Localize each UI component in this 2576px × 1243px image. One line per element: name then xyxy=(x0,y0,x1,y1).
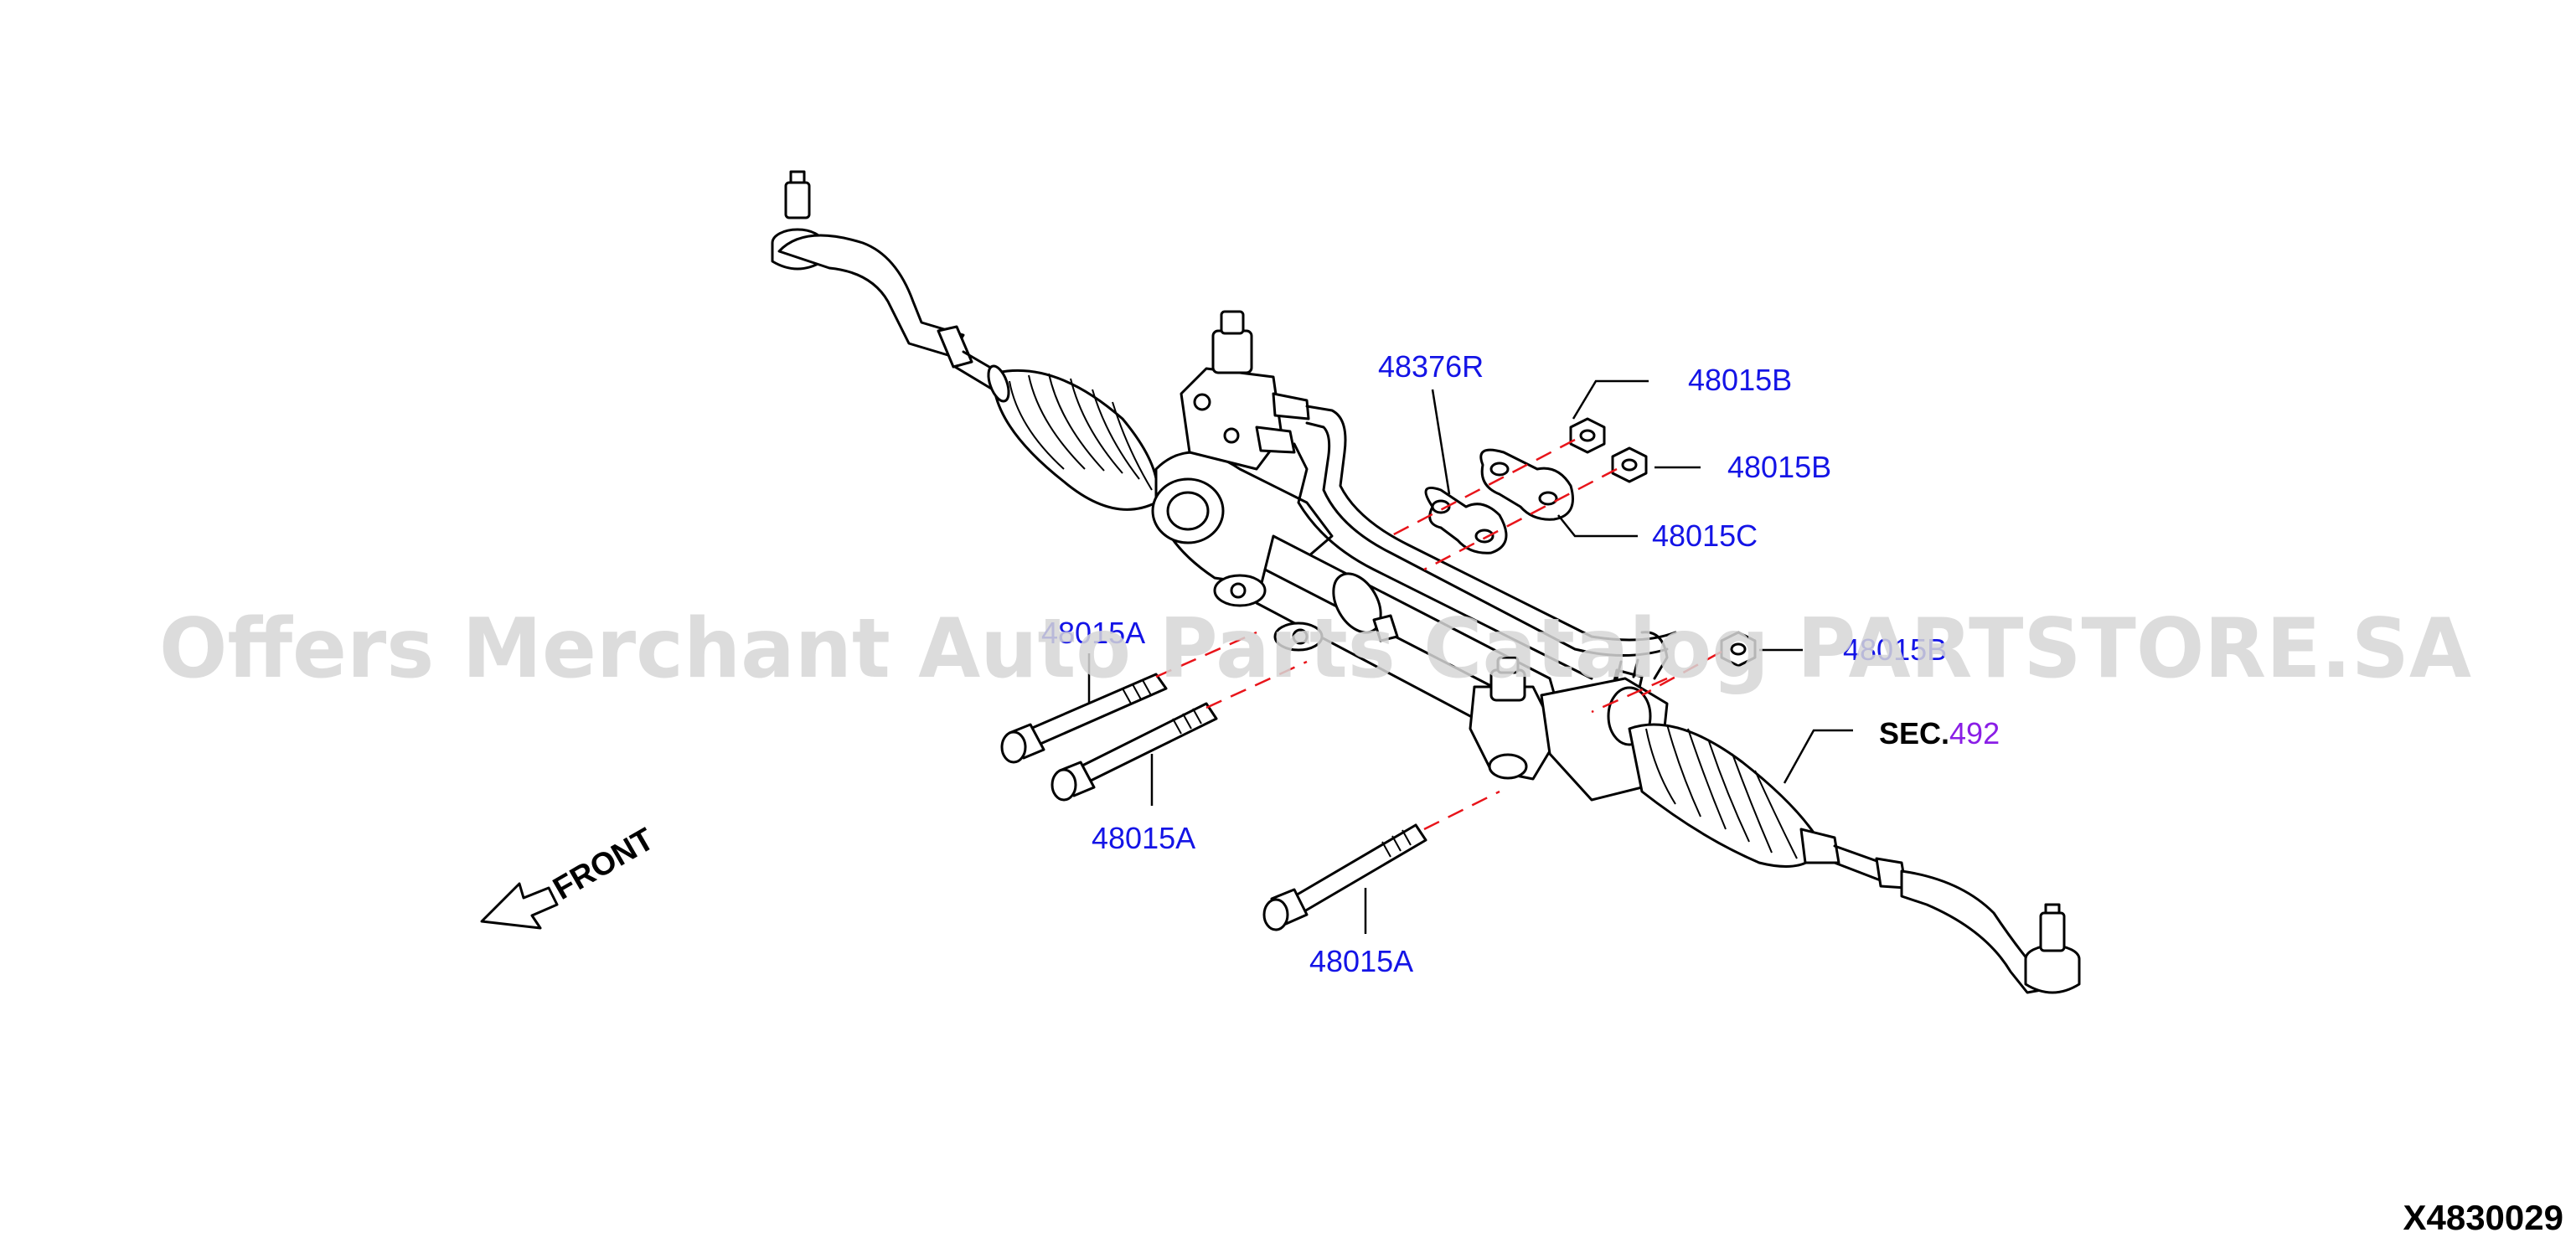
tie-rod-end-right xyxy=(1833,844,2081,994)
label-48015B-lower[interactable]: 48015B xyxy=(1843,632,1947,667)
section-reference[interactable]: SEC.492 xyxy=(1879,716,2000,750)
front-arrow-icon xyxy=(480,882,559,930)
alignment-guides xyxy=(1155,438,1722,831)
nut-48015B-middle xyxy=(1611,446,1648,483)
bolt-48015A-lower xyxy=(1262,823,1427,931)
cylinder-right xyxy=(1540,658,1669,802)
leader-lines xyxy=(1087,379,1853,934)
label-48015B-middle[interactable]: 48015B xyxy=(1727,450,1831,484)
label-48015B-upper[interactable]: 48015B xyxy=(1688,363,1792,397)
label-48015A-lower[interactable]: 48015A xyxy=(1309,944,1413,978)
section-prefix: SEC. xyxy=(1879,716,1949,750)
label-48015A-upper[interactable]: 48015A xyxy=(1041,616,1145,650)
section-number: 492 xyxy=(1949,716,2000,750)
nut-48015B-lower xyxy=(1720,631,1757,668)
steering-rack-assembly xyxy=(480,170,2081,994)
label-48015C[interactable]: 48015C xyxy=(1652,518,1758,553)
mount-clamp-right xyxy=(1469,656,1560,781)
bellows-boot-right xyxy=(1628,723,1840,868)
diagram-code: X4830029 xyxy=(2403,1198,2563,1237)
gear-housing xyxy=(1151,310,1334,588)
label-48015A-middle[interactable]: 48015A xyxy=(1092,821,1195,855)
mounting-insulator-48015C xyxy=(1479,448,1574,521)
bellows-boot-left xyxy=(987,364,1159,511)
bolt-48015A-upper xyxy=(1000,673,1168,764)
nut-48015B-upper xyxy=(1569,417,1606,454)
watermark: Offers Merchant Auto Parts Catalog PARTS… xyxy=(159,601,2471,697)
tie-rod-end-left xyxy=(771,170,1005,394)
front-label: FRONT xyxy=(548,822,660,907)
bolt-48015A-middle xyxy=(1051,702,1218,802)
label-48376R[interactable]: 48376R xyxy=(1378,349,1484,384)
